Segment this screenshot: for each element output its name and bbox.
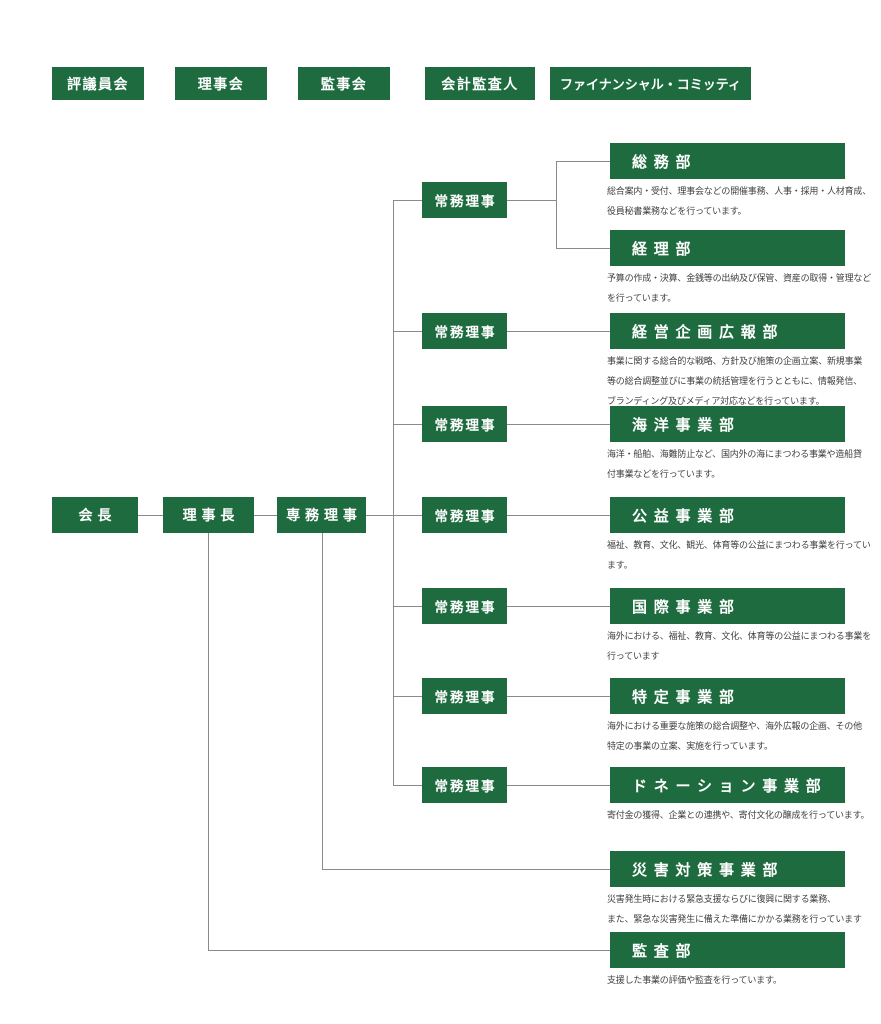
- department-name: 海洋事業部: [632, 415, 741, 434]
- connector-line: [393, 330, 422, 332]
- senior-executive-director-box: 専務理事: [277, 497, 366, 533]
- connector-line: [366, 514, 422, 516]
- managing-director-box-1: 常務理事: [422, 182, 507, 218]
- connector-line: [393, 199, 422, 201]
- managing-director-box-4: 常務理事: [422, 497, 507, 533]
- connector-trunk-line: [392, 200, 394, 785]
- president-box: 理事長: [163, 497, 254, 533]
- connector-line-senior-disaster: [321, 533, 323, 869]
- connector-line: [507, 605, 610, 607]
- department-specified-desc: 海外における重要な施策の総合調整や、海外広報の企画、その他 特定の事業の立案、実…: [607, 722, 862, 752]
- department-corporate-planning-pr-desc: 事業に関する総合的な戦略、方針及び施策の企画立案、新規事業 等の総合調整並びに事…: [607, 357, 863, 407]
- auditors-board-box: 監事会: [298, 67, 390, 100]
- department-disaster-countermeasures-desc: 災害発生時における緊急支援ならびに復興に関する業務、 また、緊急な災害発生に備え…: [607, 895, 862, 925]
- connector-line: [507, 330, 610, 332]
- connector-line: [138, 514, 163, 516]
- managing-director-label: 常務理事: [434, 509, 497, 525]
- directors-board-box: 理事会: [175, 67, 267, 100]
- senior-executive-director-label: 専務理事: [286, 508, 362, 524]
- connector-line: [556, 247, 610, 249]
- department-audit-box: 監査部: [610, 932, 845, 968]
- department-name: 経営企画広報部: [632, 322, 785, 341]
- financial-committee-box: ファイナンシャル・コミッティ: [550, 67, 751, 100]
- managing-director-box-3: 常務理事: [422, 406, 507, 442]
- connector-line-president-audit: [207, 533, 209, 950]
- connector-line: [393, 605, 422, 607]
- connector-line: [556, 160, 610, 162]
- department-donation-desc: 寄付金の獲得、企業との連携や、寄付文化の醸成を行っています。: [607, 811, 870, 821]
- department-name: 災害対策事業部: [632, 860, 785, 879]
- department-audit-desc: 支援した事業の評価や監査を行っています。: [607, 976, 782, 986]
- department-accounting-desc: 予算の作成・決算、金銭等の出納及び保管、資産の取得・管理など を行っています。: [607, 274, 872, 304]
- department-name: 経理部: [632, 239, 698, 258]
- department-name: 特定事業部: [632, 687, 741, 706]
- accounting-auditor-label: 会計監査人: [441, 76, 519, 93]
- managing-director-box-7: 常務理事: [422, 767, 507, 803]
- department-name: 国際事業部: [632, 597, 741, 616]
- managing-director-label: 常務理事: [434, 418, 497, 434]
- connector-line: [254, 514, 277, 516]
- department-accounting-box: 経理部: [610, 230, 845, 266]
- connector-line: [507, 784, 610, 786]
- managing-director-box-6: 常務理事: [422, 678, 507, 714]
- connector-line: [393, 423, 422, 425]
- department-general-affairs-box: 総務部: [610, 143, 845, 179]
- department-disaster-countermeasures-box: 災害対策事業部: [610, 851, 845, 887]
- chairman-box: 会長: [52, 497, 138, 533]
- department-name: 監査部: [632, 941, 698, 960]
- department-donation-box: ドネーション事業部: [610, 767, 845, 803]
- department-international-desc: 海外における、福祉、教育、文化、体育等の公益にまつわる事業を 行っています: [607, 632, 872, 662]
- department-public-interest-box: 公益事業部: [610, 497, 845, 533]
- connector-line: [507, 199, 556, 201]
- managing-director-label: 常務理事: [434, 194, 497, 210]
- auditors-board-label: 監事会: [320, 76, 368, 93]
- connector-line: [507, 514, 610, 516]
- managing-director-box-2: 常務理事: [422, 313, 507, 349]
- managing-director-label: 常務理事: [434, 600, 497, 616]
- department-specified-box: 特定事業部: [610, 678, 845, 714]
- department-public-interest-desc: 福祉、教育、文化、観光、体育等の公益にまつわる事業を行ってい ます。: [607, 541, 871, 571]
- connector-line: [393, 695, 422, 697]
- president-label: 理事長: [182, 508, 240, 524]
- connector-bracket-line: [555, 161, 557, 248]
- department-name: 公益事業部: [632, 506, 741, 525]
- connector-line: [507, 423, 610, 425]
- managing-director-label: 常務理事: [434, 779, 497, 795]
- managing-director-label: 常務理事: [434, 325, 497, 341]
- department-maritime-box: 海洋事業部: [610, 406, 845, 442]
- department-name: ドネーション事業部: [632, 776, 828, 795]
- councilors-board-box: 評議員会: [52, 67, 144, 100]
- managing-director-box-5: 常務理事: [422, 588, 507, 624]
- department-general-affairs-desc: 総合案内・受付、理事会などの開催事務、人事・採用・人材育成、 役員秘書業務などを…: [607, 187, 872, 217]
- connector-line: [393, 784, 422, 786]
- chairman-label: 会長: [78, 508, 117, 524]
- financial-committee-label: ファイナンシャル・コミッティ: [560, 78, 741, 93]
- councilors-board-label: 評議員会: [67, 76, 129, 93]
- department-name: 総務部: [632, 152, 698, 171]
- directors-board-label: 理事会: [197, 76, 245, 93]
- department-international-box: 国際事業部: [610, 588, 845, 624]
- managing-director-label: 常務理事: [434, 690, 497, 706]
- accounting-auditor-box: 会計監査人: [425, 67, 535, 100]
- connector-line: [507, 695, 610, 697]
- connector-line: [208, 949, 610, 951]
- connector-line: [322, 868, 610, 870]
- department-maritime-desc: 海洋・船舶、海難防止など、国内外の海にまつわる事業や造船貸 付事業などを行ってい…: [607, 450, 862, 480]
- department-corporate-planning-pr-box: 経営企画広報部: [610, 313, 845, 349]
